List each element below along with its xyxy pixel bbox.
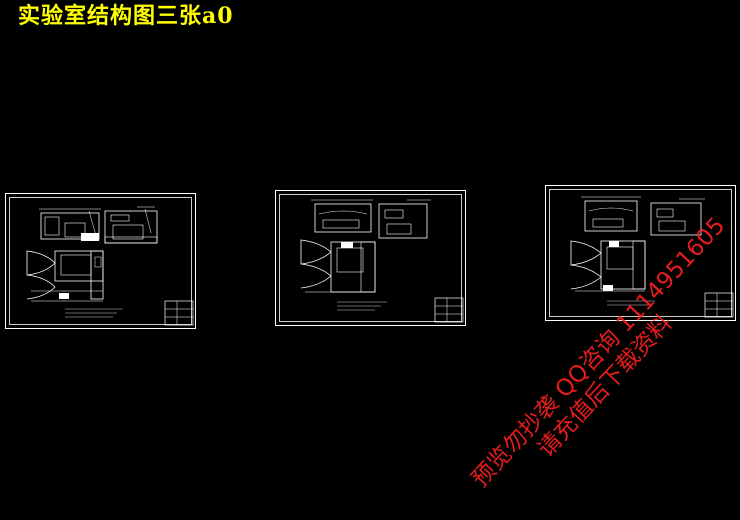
sheet-3-drawing [545,185,736,321]
drawing-title: 实验室结构图三张a0 [18,3,234,29]
watermark-line-2: 请充值后下载资料 [533,310,678,463]
sheet-1-drawing [5,193,196,329]
sheet-2-drawing [275,190,466,326]
drawing-sheet-2[interactable] [275,190,467,327]
drawing-sheet-3[interactable] [545,185,737,322]
drawing-sheet-1[interactable] [5,193,197,330]
